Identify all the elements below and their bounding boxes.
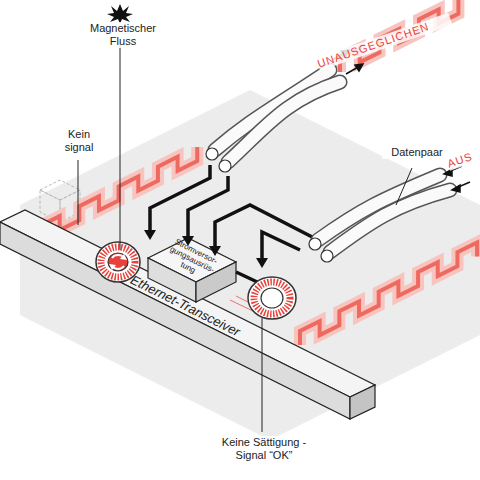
callout-label: Datenpaar — [382, 146, 452, 159]
label-text: Kein signal — [56, 128, 102, 154]
spark-icon — [107, 4, 133, 24]
cables — [215, 70, 450, 252]
power-supply-box: Stromversor- gungsausrüs- tung — [158, 233, 226, 286]
label-text: Datenpaar — [382, 146, 452, 159]
label-text: Keine Sättigung - Signal “OK” — [212, 436, 316, 462]
wave-band — [300, 242, 477, 345]
node-text: Stromversor- gungsausrüs- tung — [158, 233, 226, 286]
square-wave — [40, 147, 197, 240]
coil-right — [248, 277, 296, 319]
leader-lines — [78, 42, 412, 432]
square-wave — [300, 242, 477, 345]
label-text: Magnetischer Fluss — [78, 22, 168, 48]
wave-band — [40, 147, 197, 240]
status-label: UNAUSGEGLICHEN — [316, 13, 453, 71]
callout-label: Kein signal — [56, 128, 102, 154]
callout-label: Keine Sättigung - Signal “OK” — [212, 436, 316, 462]
transceiver-bar — [0, 210, 375, 419]
wiring — [150, 165, 318, 288]
callout-label: Magnetischer Fluss — [78, 22, 168, 48]
cable-plugs — [206, 148, 333, 262]
label-text: UNAUSGEGLICHEN — [316, 13, 453, 71]
